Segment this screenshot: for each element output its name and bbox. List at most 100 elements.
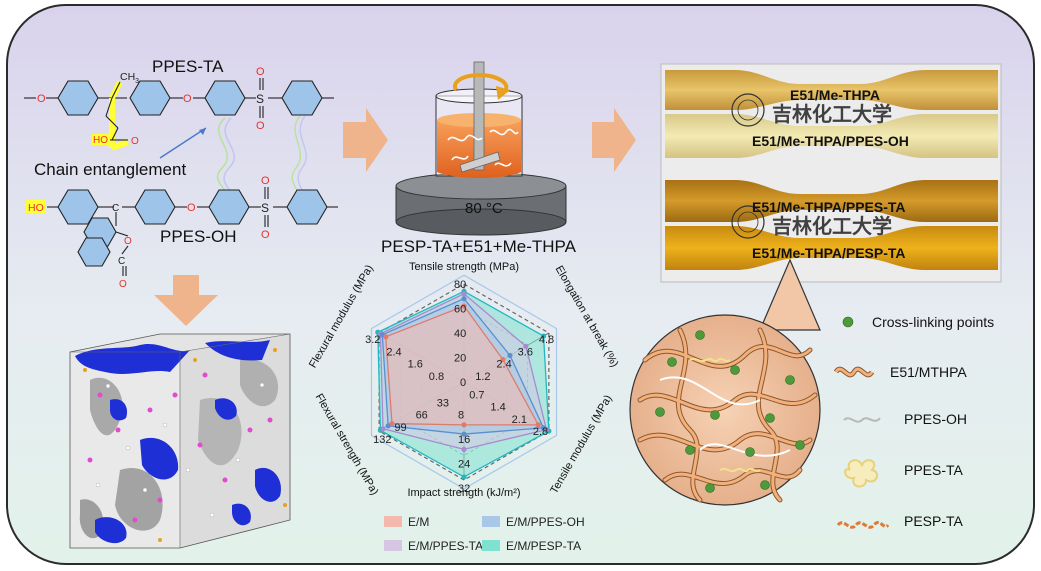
legend-label-e-m-ppes-oh: E/M/PPES-OH — [506, 515, 585, 529]
radar-tick-a2-2: 2.4 — [496, 359, 511, 371]
ppes-ta-label: PPES-TA — [152, 57, 224, 76]
watermark-1: 吉林化工大学 — [772, 102, 892, 126]
radar-point-s2-a2 — [507, 352, 513, 359]
radar-outer-ring — [370, 274, 558, 490]
radar-tick-a3-3: 2.1 — [512, 414, 527, 426]
temperature-label: 80 °C — [465, 200, 503, 217]
radar-point-s1-a3 — [535, 422, 541, 428]
radar-tick-a6-4: 3.2 — [365, 334, 380, 346]
hydroxyl-end: HO — [28, 202, 44, 214]
sulfone-s-1: S — [256, 92, 264, 106]
radar-tick-a3-1: 0.7 — [469, 389, 484, 401]
orange-dashed-wave-icon — [836, 521, 890, 529]
university-seal-1 — [731, 93, 765, 127]
radar-point-s1-a5 — [389, 420, 395, 427]
network-legend: Cross-linking points E51/MTHPA PPES-OH P… — [833, 314, 994, 529]
entanglement-pointer-head — [199, 128, 206, 135]
methyl-group: CH3 — [120, 71, 139, 85]
ether-oxygen-1: O — [37, 93, 46, 105]
sulfone-o-2: O — [256, 120, 265, 132]
radar-tick-a2-3: 3.6 — [518, 346, 533, 358]
ppes-oh-label: PPES-OH — [160, 227, 237, 246]
strip-2 — [665, 114, 998, 158]
legend-label-e-m: E/M — [408, 515, 429, 529]
radar-axis-label-2: Elongation at break (%) — [553, 264, 621, 370]
radar-point-s1-a4 — [461, 422, 467, 428]
gray-wave-icon — [843, 417, 881, 423]
radar-point-s3-a1 — [461, 291, 467, 297]
radar-point-s2-a3 — [540, 425, 547, 431]
entanglement-pointer — [159, 127, 207, 159]
green-dot-icon — [842, 316, 854, 328]
radar-tick-a2-1: 1.2 — [475, 371, 490, 383]
radar-tick-a5-3: 99 — [394, 422, 406, 434]
methyl-text: CH — [120, 71, 135, 83]
sulfone-o-4: O — [261, 229, 270, 241]
lactone-oxygen: O — [124, 236, 132, 247]
acid-oxygen: O — [131, 136, 139, 147]
radar-tick-a4-1: 8 — [458, 410, 464, 422]
legend-cross-linking-points: Cross-linking points — [872, 314, 994, 330]
arrow-right-1 — [343, 108, 388, 172]
radar-point-s2-a1 — [461, 296, 467, 302]
sulfone-o-1: O — [256, 66, 265, 78]
network-illustration — [629, 258, 821, 506]
university-seal-2 — [731, 205, 765, 239]
radar-axis-label-1: Tensile strength (MPa) — [409, 261, 519, 273]
legend-pesp-ta: PESP-TA — [904, 513, 964, 529]
sample-photo: 吉林化工大学 吉林化工大学 E51/Me-THPA E51/Me-THPA/PP… — [660, 63, 1002, 283]
sulfone-s-2: S — [261, 201, 269, 215]
formula-label: PESP-TA+E51+Me-THPA — [381, 237, 577, 256]
radar-chart: 0204060801.22.43.64.80.71.42.12.88162432… — [307, 261, 621, 499]
radar-point-s1-a1 — [461, 303, 467, 309]
strip-4 — [665, 226, 998, 270]
molecular-simulation-cube — [69, 333, 291, 549]
quaternary-carbon: C — [112, 203, 119, 214]
methyl-subscript: 3 — [135, 78, 139, 85]
radar-axis-label-5: Flexural strength (MPa) — [313, 392, 381, 498]
radar-tick-a6-2: 1.6 — [408, 359, 423, 371]
radar-point-s3-a5 — [380, 426, 386, 432]
radar-axis-label-3: Tensile modulus (MPa) — [548, 393, 614, 496]
radar-tick-a1-3: 40 — [454, 328, 466, 340]
arrow-down — [154, 275, 218, 326]
radar-tick-a5-4: 132 — [373, 434, 391, 446]
radar-point-s3-a2 — [523, 343, 529, 349]
sample-label-4: E51/Me-THPA/PESP-TA — [752, 245, 906, 261]
ether-oxygen-2: O — [183, 93, 192, 105]
radar-tick-a4-4: 32 — [458, 483, 470, 495]
radar-tick-a1-2: 20 — [454, 353, 466, 365]
legend-swatch-e-m-ppes-ta — [384, 540, 402, 551]
arrow-right-2 — [592, 108, 636, 172]
legend-label-e-m-ppes-ta: E/M/PPES-TA — [408, 539, 483, 553]
radar-tick-a1-1: 0 — [460, 377, 466, 389]
yellow-coil-icon — [844, 459, 879, 488]
radar-tick-a4-3: 24 — [458, 459, 470, 471]
radar-tick-a4-2: 16 — [458, 434, 470, 446]
radar-tick-a2-4: 4.8 — [539, 334, 554, 346]
ether-oxygen-3: O — [187, 202, 196, 214]
lactone-carbon: C — [118, 256, 125, 267]
legend-e51-mthpa: E51/MTHPA — [890, 364, 967, 380]
radar-tick-a6-3: 2.4 — [386, 346, 401, 358]
carbonyl-oxygen: O — [119, 279, 127, 290]
radar-tick-a5-2: 66 — [416, 410, 428, 422]
radar-axis-label-6: Flexural modulus (MPa) — [307, 263, 376, 370]
radar-point-s2-a5 — [385, 423, 391, 429]
sample-label-2: E51/Me-THPA/PPES-OH — [752, 133, 909, 149]
radar-tick-a6-1: 0.8 — [429, 371, 444, 383]
chain-entanglement-label: Chain entanglement — [34, 160, 186, 179]
strip-3 — [665, 180, 998, 222]
acid-ho: HO — [93, 135, 108, 146]
sample-label-1: E51/Me-THPA — [790, 87, 880, 103]
radar-point-s3-a4 — [461, 446, 467, 452]
radar-point-s1-a2 — [500, 356, 506, 363]
radar-tick-a1-4: 60 — [454, 304, 466, 316]
legend-swatch-e-m — [384, 516, 402, 527]
sulfone-o-3: O — [261, 175, 270, 187]
legend-label-e-m-pesp-ta: E/M/PESP-TA — [506, 539, 581, 553]
radar-axis-label-4: Impact strength (kJ/m²) — [407, 487, 520, 499]
legend-ppes-ta: PPES-TA — [904, 462, 964, 478]
watermark-2: 吉林化工大学 — [772, 214, 892, 238]
